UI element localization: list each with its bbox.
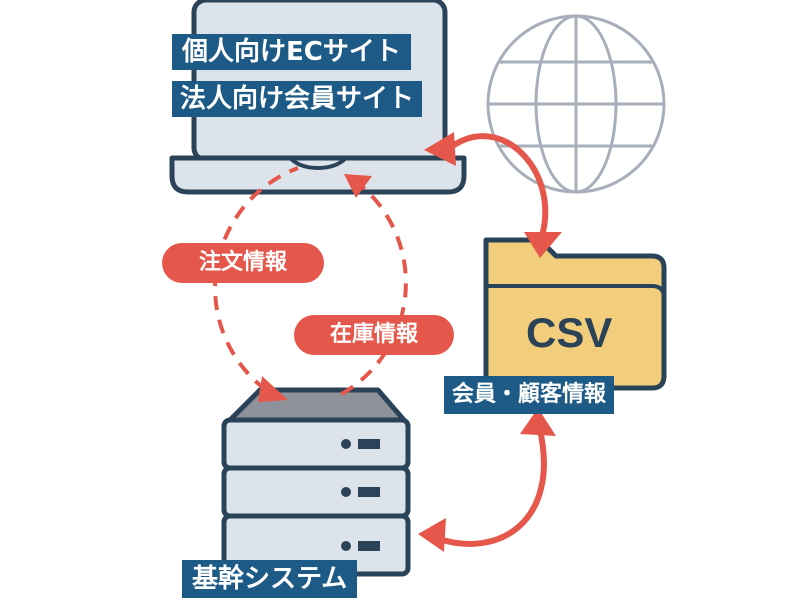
member-info-label: 会員・顧客情報 <box>444 376 615 414</box>
csv-label: CSV <box>526 309 613 356</box>
arrow-csv-core <box>418 408 556 552</box>
globe-icon <box>486 14 666 194</box>
arrow-site-csv <box>424 132 562 258</box>
b2c-site-label: 個人向けECサイト <box>172 34 411 70</box>
order-info-label: 注文情報 <box>162 243 324 283</box>
stock-info-label: 在庫情報 <box>294 315 454 355</box>
core-system-label: 基幹システム <box>182 560 358 598</box>
server-icon <box>221 387 411 577</box>
b2b-site-label: 法人向け会員サイト <box>172 81 423 117</box>
dashed-flow-arrows <box>213 166 408 402</box>
